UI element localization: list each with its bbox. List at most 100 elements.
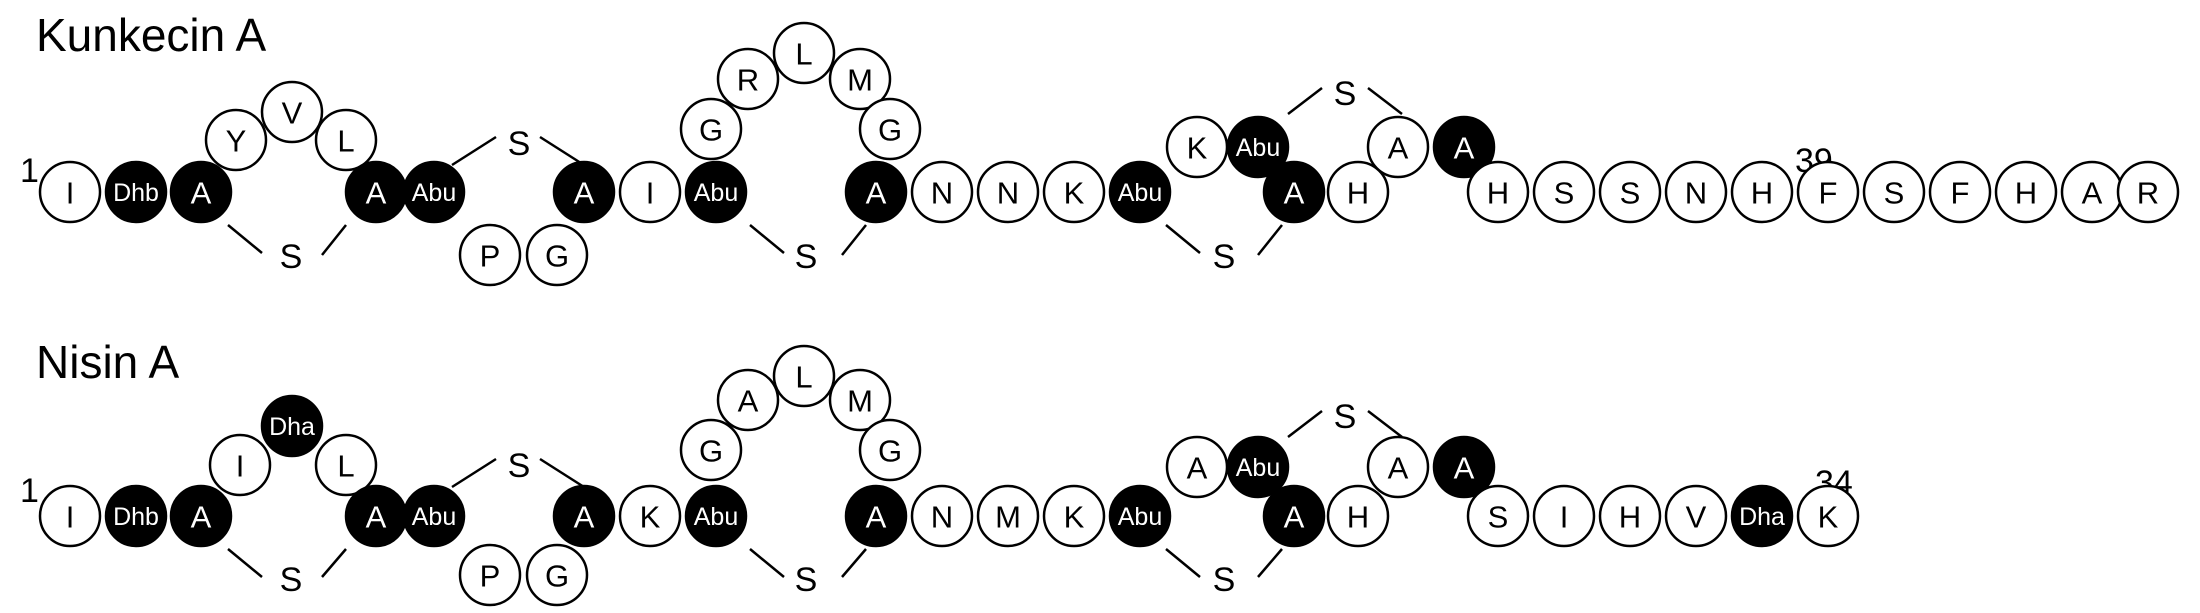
nisin-a-start-number: 1 [20,472,39,510]
residue-circle [552,160,616,224]
kunkecin-residue-35: F [1796,160,1860,224]
kunkecin-residue-7: A [344,160,408,224]
residue-circle [169,484,233,548]
residue-label: S [1488,500,1509,535]
residue-circle [1532,160,1596,224]
nisin-residue-26: A [1262,484,1326,548]
kunkecin-residue-38: H [1994,160,2058,224]
residue-circle [716,368,780,432]
residue-label: Abu [1236,134,1280,162]
nisin-residue-9: P [458,543,522,607]
nisin-residue-19: A [844,484,908,548]
nisin-residue-29: A [1432,435,1496,499]
residue-circle [38,160,102,224]
residue-circle [458,223,522,287]
residue-circle [1664,484,1728,548]
residue-label: H [1487,176,1509,211]
residue-label: I [236,449,245,484]
nisin-sulfur-label: S [1334,398,1357,436]
kunkecin-sulfur-label: S [1213,238,1236,276]
kunkecin-thioether-bond-line [1257,224,1283,256]
residue-label: G [545,559,569,594]
nisin-residue-33: V [1664,484,1728,548]
kunkecin-thioether-bond-line [1367,87,1403,115]
residue-label: F [1819,176,1838,211]
nisin-residue-14: G [679,418,743,482]
residue-circle [402,484,466,548]
residue-label: A [2082,176,2103,211]
residue-label: I [66,176,75,211]
residue-label: K [1818,500,1839,535]
nisin-residue-27: A [1366,435,1430,499]
residue-label: G [878,434,902,469]
residue-circle [910,160,974,224]
residue-circle [772,344,836,408]
nisin-residue-23: Abu [1108,484,1172,548]
residue-circle [169,160,233,224]
residue-label: M [847,63,873,98]
residue-label: K [1064,500,1085,535]
kunkecin-sulfur-label: S [280,238,303,276]
residue-circle [1326,160,1390,224]
residue-circle [1432,115,1496,179]
nisin-residue-3: A [169,484,233,548]
nisin-thioether-bond-line [451,457,497,489]
kunkecin-residue-22: K [1042,160,1106,224]
residue-label: Dhb [113,179,159,207]
residue-circle [1598,160,1662,224]
residue-circle [910,484,974,548]
residue-circle [1730,484,1794,548]
residue-label: L [337,124,354,159]
residue-label: N [931,176,953,211]
nisin-thioether-bond-line [841,548,867,578]
nisin-residue-34: Dha [1730,484,1794,548]
residue-label: I [66,500,75,535]
kunkecin-residue-36: S [1862,160,1926,224]
residue-label: K [1187,131,1208,166]
nisin-thioether-bond-line [321,548,347,578]
residue-circle [314,433,378,497]
nisin-thioether-bond-line [1287,410,1323,438]
kunkecin-residue-10: G [525,223,589,287]
residue-circle [679,418,743,482]
residue-circle [1108,160,1172,224]
residue-circle [2116,160,2180,224]
residue-circle [208,433,272,497]
nisin-thioether-bond-line [1367,410,1403,438]
residue-circle [679,97,743,161]
residue-circle [552,484,616,548]
kunkecin-residue-9: P [458,223,522,287]
residue-circle [844,484,908,548]
nisin-residue-24: A [1165,435,1229,499]
residue-label: H [2015,176,2037,211]
residue-label: A [366,176,387,211]
nisin-residue-18: G [858,418,922,482]
residue-label: H [1347,176,1369,211]
residue-circle [260,80,324,144]
nisin-residue-35: K [1796,484,1860,548]
residue-circle [1226,115,1290,179]
nisin-residue-7: A [344,484,408,548]
residue-label: A [366,500,387,535]
residue-label: M [847,384,873,419]
kunkecin-residue-1: I [38,160,102,224]
residue-circle [1466,160,1530,224]
residue-label: S [1884,176,1905,211]
residue-circle [1928,160,1992,224]
nisin-sulfur-label: S [795,561,818,599]
residue-circle [1366,435,1430,499]
residue-circle [1466,484,1530,548]
residue-label: A [191,500,212,535]
kunkecin-a-start-number: 1 [20,152,39,190]
kunkecin-thioether-bond-line [227,224,263,254]
kunkecin-thioether-bond-line [749,224,785,254]
residue-circle [104,160,168,224]
nisin-residue-32: H [1598,484,1662,548]
residue-circle [828,368,892,432]
kunkecin-residue-25: Abu [1226,115,1290,179]
residue-circle [618,160,682,224]
residue-label: G [699,434,723,469]
residue-circle [314,108,378,172]
